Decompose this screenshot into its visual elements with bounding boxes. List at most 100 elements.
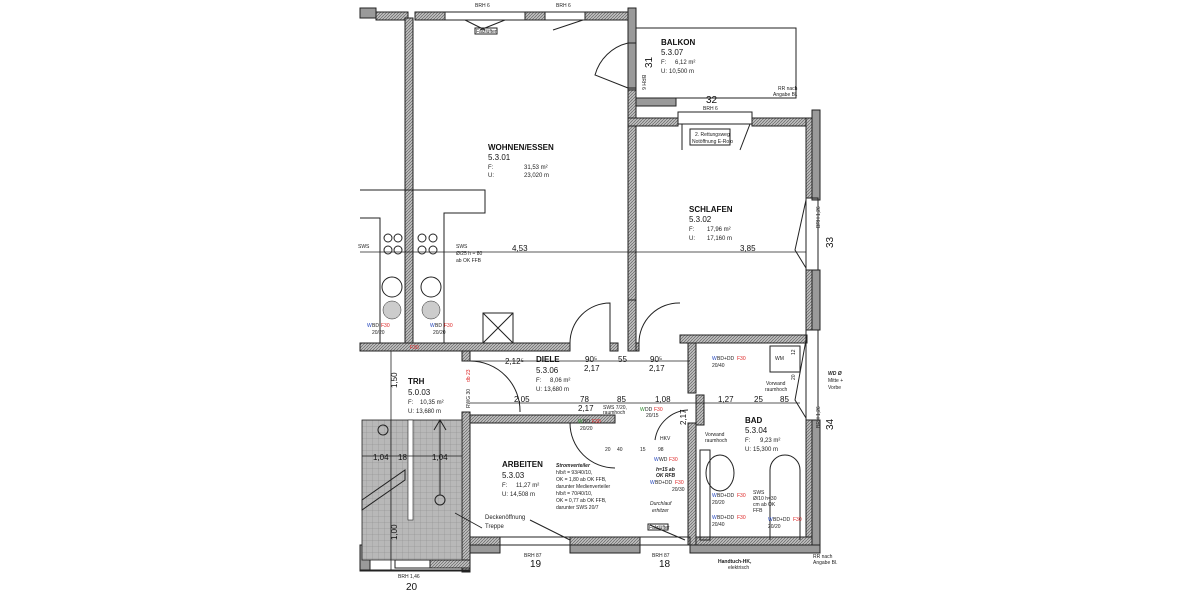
- plan-label: F30: [669, 457, 678, 463]
- staircase: [361, 419, 463, 561]
- plan-label: F:: [488, 165, 494, 171]
- plan-label: F30: [654, 407, 663, 413]
- plan-label: 3,85: [740, 244, 756, 253]
- plan-label: BD+DD: [655, 480, 672, 486]
- plan-label: 1,00: [390, 524, 399, 540]
- plan-label: 20: [406, 582, 418, 593]
- plan-label: WD: [659, 457, 668, 463]
- plan-label: BRH 6: [703, 106, 718, 112]
- plan-label: OK RFB: [656, 473, 676, 479]
- plan-label: F30: [381, 323, 390, 329]
- plan-label: 25: [754, 395, 763, 404]
- room-balkon: BALKON 5.3.07 F: 6,12 m² U: 10,500 m: [661, 38, 695, 75]
- plan-label: 5.3.04: [745, 426, 768, 435]
- plan-label: W: [650, 480, 655, 486]
- plan-label: 32: [706, 95, 718, 106]
- plan-label: raumhoch: [603, 410, 625, 416]
- plan-label: W: [768, 517, 773, 523]
- room-bad: BAD 5.3.04 F: 9,23 m² U: 15,300 m: [745, 416, 780, 453]
- plan-label: Mitte +: [828, 378, 843, 384]
- plan-label: cm ab OK: [753, 502, 776, 508]
- plan-label: 5.3.02: [689, 215, 712, 224]
- plan-label: elektrisch: [728, 565, 749, 571]
- plan-label: Falzlüfter: [476, 29, 497, 35]
- stromverteiler-note: Stromverteiler h/b/t = 93/40/10, OK = 1,…: [556, 463, 611, 511]
- plan-label: 17,96 m²: [707, 227, 731, 233]
- plan-label: U:: [689, 236, 695, 242]
- plan-label: BALKON: [661, 38, 695, 47]
- plan-label: 9,23 m²: [760, 438, 780, 444]
- plan-label: darunter SWS 20/7: [556, 505, 599, 511]
- plan-label: BRH 87: [524, 553, 542, 559]
- plan-label: 5.3.07: [661, 48, 684, 57]
- door-codes: W BD F30 20/20 W BD F30 20/20 F30 W BD F…: [367, 323, 802, 530]
- plan-label: Vorwand: [705, 432, 725, 438]
- plan-label: WOHNEN/ESSEN: [488, 143, 554, 152]
- plan-label: F30: [410, 345, 419, 351]
- plan-label: 31,53 m²: [524, 165, 548, 171]
- plan-label: SWS: [753, 490, 765, 496]
- room-schlafen: SCHLAFEN 5.3.02 F: 17,96 m² U: 17,160 m: [689, 205, 733, 242]
- plan-label: HKV: [660, 436, 671, 442]
- room-diele: DIELE 5.3.06 F: 8,06 m² U: 13,680 m: [536, 355, 570, 393]
- plan-label: Stromverteiler: [556, 463, 591, 469]
- plan-label: F30: [592, 419, 601, 425]
- plan-label: raumhoch: [705, 438, 727, 444]
- plan-label: 20/15: [646, 413, 659, 419]
- plan-label: U:: [502, 492, 508, 498]
- plan-label: WD Ø: [828, 371, 843, 377]
- plan-label: F:: [536, 378, 542, 384]
- plan-label: h=15 ab: [656, 467, 675, 473]
- plan-label: BD+DD: [717, 515, 734, 521]
- plan-label: BD+DD: [773, 517, 790, 523]
- windows-doors: [394, 11, 819, 569]
- plan-label: BRH 6: [640, 75, 646, 90]
- plan-label: 1,27: [718, 395, 734, 404]
- plan-label: Treppe: [485, 524, 504, 530]
- plan-label: 40: [617, 447, 623, 453]
- plan-label: Angabe Bl.: [813, 560, 837, 566]
- plan-label: W: [712, 515, 717, 521]
- plan-label: W: [578, 419, 583, 425]
- plan-label: W: [640, 407, 645, 413]
- plan-label: 19: [530, 559, 542, 570]
- plan-label: 15,300 m: [753, 447, 778, 453]
- plan-label: Handtuch-HK,: [718, 559, 752, 565]
- plan-label: BD: [435, 323, 442, 329]
- plan-label: 98: [658, 447, 664, 453]
- plan-label: BRH 6: [556, 3, 571, 9]
- plan-label: Angabe Bl.: [773, 92, 797, 98]
- plan-label: 85: [617, 395, 626, 404]
- plan-label: F30: [444, 323, 453, 329]
- plan-label: F:: [661, 60, 667, 66]
- plan-label: 31: [644, 56, 655, 68]
- plan-label: BD+DD: [717, 493, 734, 499]
- plan-label: 1,04: [373, 453, 389, 462]
- plan-label: SWS: [456, 244, 468, 250]
- plan-label: RR nach: [778, 86, 798, 92]
- plan-label: 20/20: [712, 500, 725, 506]
- plan-label: U:: [488, 173, 494, 179]
- window-labels: BRH 6 BRH 6 31 BRH 6 32 BRH 6 33 BRH 1,2…: [398, 3, 836, 593]
- plan-label: Deckenöffnung: [485, 515, 525, 521]
- plan-label: F:: [689, 227, 695, 233]
- plan-label: 20/20: [580, 426, 593, 432]
- plan-label: 5.3.06: [536, 366, 559, 375]
- plan-label: BD: [372, 323, 379, 329]
- plan-label: 5.3.01: [488, 153, 511, 162]
- plan-label: 78: [580, 395, 589, 404]
- plan-label: BRH 1,26: [816, 206, 822, 228]
- plan-label: 5.0.03: [408, 388, 431, 397]
- plan-label: U:: [661, 69, 667, 75]
- plan-label: RWG 30: [466, 389, 472, 408]
- plan-label: 55: [618, 355, 627, 364]
- plan-label: F:: [408, 400, 414, 406]
- room-wohnen: WOHNEN/ESSEN 5.3.01 F: 31,53 m² U: 23,02…: [488, 143, 554, 179]
- plan-label: OK = 0,77 ab OK FFB,: [556, 498, 606, 504]
- plan-label: W: [712, 356, 717, 362]
- plan-label: F30: [675, 480, 684, 486]
- plan-label: 2,05: [514, 395, 530, 404]
- plan-label: 20/30: [672, 487, 685, 493]
- plan-label: Notöffnung E-Rolo: [692, 139, 733, 145]
